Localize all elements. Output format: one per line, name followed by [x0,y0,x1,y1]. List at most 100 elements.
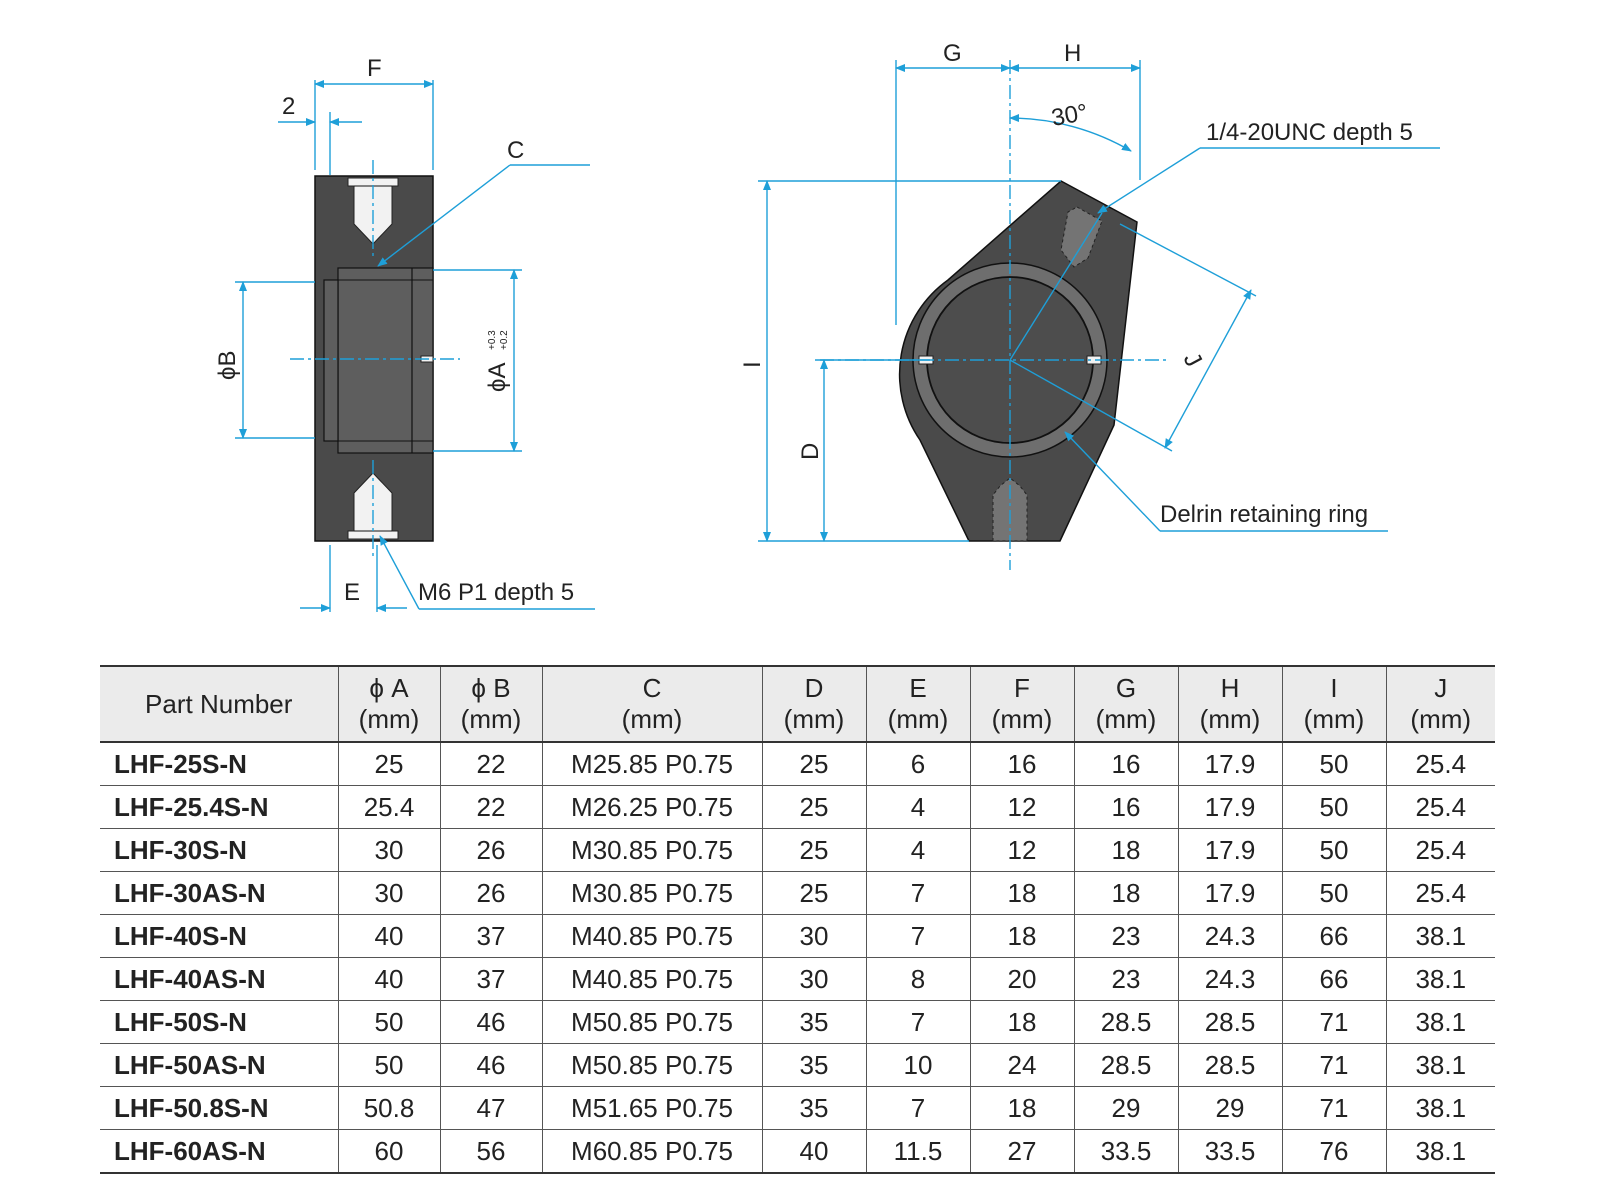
table-cell: 30 [761,914,866,958]
table-cell: 26 [439,828,542,872]
table-cell: 7 [865,1000,970,1044]
table-cell: 17.9 [1177,871,1282,915]
table-cell: 71 [1281,1000,1386,1044]
column-header-unit: (mm) [621,704,683,734]
table-cell: 22 [439,742,542,786]
table-cell: 66 [1281,957,1386,1001]
label-two: 2 [282,93,295,120]
table-cell: 7 [865,871,970,915]
table-cell: M30.85 P0.75 [541,871,762,915]
table-cell: 16 [969,742,1074,786]
table-cell: 50 [1281,785,1386,829]
column-header-label: ϕ B [471,673,511,703]
table-cell: 33.5 [1177,1129,1282,1174]
part-number-cell: LHF-25.4S-N [100,785,338,829]
table-cell: 17.9 [1177,828,1282,872]
side-view: F 2 C ϕB ϕA +0.3 +0.2 E M6 P1 depth 5 [214,55,595,612]
table-cell: 24.3 [1177,957,1282,1001]
column-header: E(mm) [865,665,970,743]
column-header-unit: (mm) [887,704,949,734]
column-header-label: C [642,673,662,703]
table-cell: M40.85 P0.75 [541,957,762,1001]
table-cell: 76 [1281,1129,1386,1174]
column-header-label: D [804,673,824,703]
column-header-label: G [1115,673,1137,703]
table-cell: 33.5 [1073,1129,1178,1174]
table-cell: 35 [761,1000,866,1044]
column-header: ϕ B(mm) [439,665,542,743]
table-cell: 10 [865,1043,970,1087]
table-cell: 25.4 [1385,828,1495,872]
table-cell: 35 [761,1086,866,1130]
label-e: E [344,579,360,606]
table-cell: M30.85 P0.75 [541,828,762,872]
column-header-unit: (mm) [460,704,522,734]
column-header: I(mm) [1281,665,1386,743]
label-tol-upper: +0.3 [487,330,498,350]
table-cell: 30 [337,871,440,915]
table-cell: 71 [1281,1086,1386,1130]
label-f: F [367,55,382,82]
table-cell: 25.4 [1385,785,1495,829]
label-c: C [507,137,524,164]
label-unc-callout: 1/4-20UNC depth 5 [1206,119,1413,146]
table-cell: 38.1 [1385,957,1495,1001]
label-j: J [1178,348,1207,371]
table-cell: 46 [439,1043,542,1087]
label-ring-callout: Delrin retaining ring [1160,501,1368,528]
column-header: ϕ A(mm) [337,665,440,743]
table-cell: 18 [969,1000,1074,1044]
column-header-label: J [1434,673,1448,703]
table-cell: 25.4 [1385,871,1495,915]
front-angled-hole [1060,206,1103,268]
column-header-label: F [1014,673,1030,703]
label-angle: 30° [1049,99,1089,132]
column-header-unit: (mm) [1303,704,1365,734]
table-cell: 25 [761,828,866,872]
table-cell: 25 [337,742,440,786]
table-cell: 12 [969,785,1074,829]
technical-drawing: F 2 C ϕB ϕA +0.3 +0.2 E M6 P1 depth 5 [214,40,1440,612]
column-header-unit: (mm) [1199,704,1261,734]
table-cell: 23 [1073,957,1178,1001]
table-cell: 28.5 [1073,1043,1178,1087]
column-header-unit: (mm) [991,704,1053,734]
column-header-label: I [1330,673,1338,703]
table-cell: 18 [969,1086,1074,1130]
table-cell: 26 [439,871,542,915]
column-header: C(mm) [541,665,762,743]
table-cell: 30 [337,828,440,872]
column-header: G(mm) [1073,665,1178,743]
table-cell: 60 [337,1129,440,1174]
table-cell: 12 [969,828,1074,872]
label-tol-lower: +0.2 [499,330,510,350]
part-number-cell: LHF-25S-N [100,742,338,786]
table-cell: 66 [1281,914,1386,958]
table-cell: 35 [761,1043,866,1087]
table-cell: 17.9 [1177,785,1282,829]
table-cell: 40 [761,1129,866,1174]
part-number-cell: LHF-30AS-N [100,871,338,915]
label-i: I [739,361,766,368]
table-cell: 28.5 [1073,1000,1178,1044]
part-number-cell: LHF-40S-N [100,914,338,958]
part-number-cell: LHF-50.8S-N [100,1086,338,1130]
part-number-cell: LHF-50AS-N [100,1043,338,1087]
label-m6-callout: M6 P1 depth 5 [418,579,574,606]
table-cell: 16 [1073,785,1178,829]
column-header-unit: (mm) [358,704,420,734]
table-cell: 50 [337,1000,440,1044]
table-cell: 38.1 [1385,1043,1495,1087]
table-cell: 25.4 [1385,742,1495,786]
table-cell: M51.65 P0.75 [541,1086,762,1130]
table-cell: 18 [1073,828,1178,872]
column-header-label: H [1220,673,1240,703]
table-cell: M50.85 P0.75 [541,1000,762,1044]
